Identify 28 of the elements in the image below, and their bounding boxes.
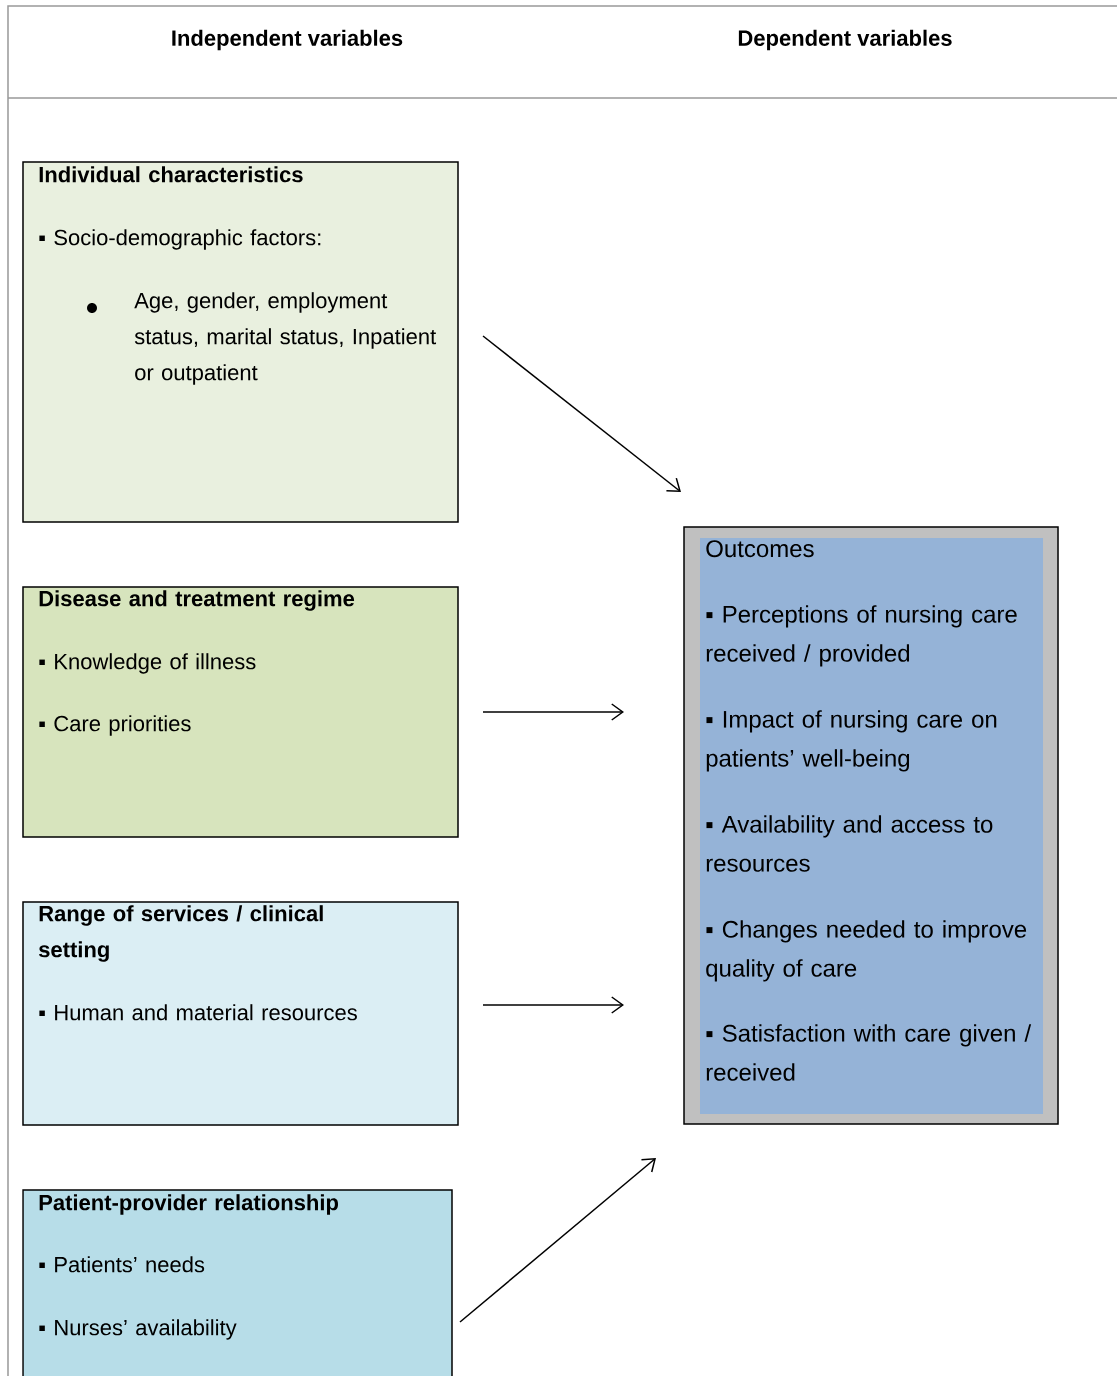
arrow	[482, 996, 624, 1014]
factor-box	[22, 901, 459, 1126]
column-heading: Independent variables	[172, 29, 403, 51]
box-heading: Individual characteristics	[39, 166, 303, 183]
arrow	[482, 703, 624, 721]
box-heading: Patient-provider relationship	[39, 1194, 338, 1215]
bullet-item: ▪ Changes needed to improve quality of care	[706, 920, 1027, 982]
bullet-item: ▪ Impact of nursing care on patients’ well-being	[706, 710, 997, 772]
bullet-item: ▪ Patients’ needs	[39, 1256, 205, 1273]
bullet-item: ▪ Satisfaction with care given / received	[706, 1024, 1032, 1081]
bullet-item: ▪ Perceptions of nursing care received / provided	[706, 605, 1017, 667]
bullet-item: ▪ Availability and access to resources	[706, 815, 993, 872]
arrow	[482, 335, 681, 492]
column-heading: Dependent variables	[738, 29, 952, 51]
box-heading: Disease and treatment regime	[39, 590, 355, 611]
bullet-item: ▪ Socio-demographic factors:	[39, 229, 321, 250]
bullet-item: ▪ Care priorities	[39, 715, 191, 736]
box-heading: Outcomes	[706, 540, 814, 558]
bullet-item: ▪ Knowledge of illness	[39, 653, 256, 674]
factor-box	[22, 586, 459, 838]
outcome-box	[683, 526, 1059, 1125]
box-heading: Range of services / clinical setting	[38, 905, 323, 962]
bullet-item: ▪ Human and material resources	[39, 1004, 357, 1021]
arrow	[459, 1158, 656, 1323]
factor-box	[22, 1189, 453, 1376]
factor-box	[22, 161, 459, 523]
bullet-item: Age, gender, employment status, marital status, Inpatient or outpatient	[134, 292, 437, 385]
bullet-item: ▪ Nurses’ availability	[39, 1319, 237, 1340]
